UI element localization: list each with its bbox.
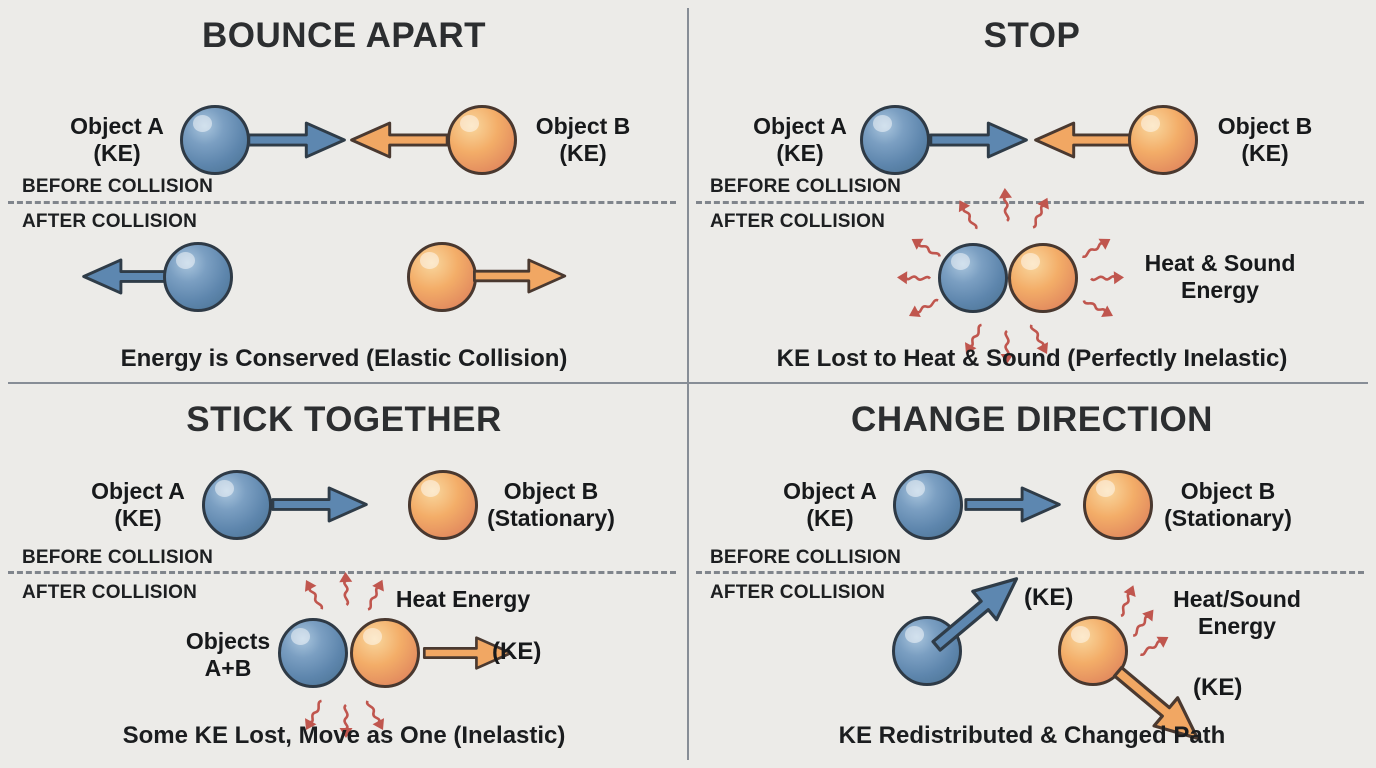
object-a-label: Object A (KE): [720, 113, 880, 167]
heat-squiggle-icon: [1076, 230, 1116, 267]
object-a-state: (KE): [776, 140, 824, 166]
collision-divider-line: [696, 571, 1364, 574]
heat-sound-energy-label: Heat/Sound Energy: [1173, 586, 1301, 639]
before-collision-label: BEFORE COLLISION: [710, 176, 902, 197]
heat-squiggle-icon: [296, 575, 331, 615]
ke-label: (KE): [492, 638, 542, 665]
object-a-name: Object A: [753, 113, 847, 139]
object-a-state: (KE): [114, 505, 162, 531]
arrow-b-before-icon: [348, 118, 450, 162]
collision-divider-line: [8, 201, 676, 204]
before-collision-label: BEFORE COLLISION: [710, 547, 902, 568]
object-b-state: (Stationary): [487, 505, 615, 531]
heat-squiggle-icon: [1078, 290, 1118, 325]
object-a-ball-after: [278, 618, 348, 688]
after-collision-label: AFTER COLLISION: [22, 582, 198, 603]
quadrant-caption: Some KE Lost, Move as One (Inelastic): [122, 722, 566, 749]
quadrant-caption: Energy is Conserved (Elastic Collision): [120, 345, 568, 372]
object-b-name: Object B: [535, 113, 631, 139]
quadrant-caption: KE Redistributed & Changed Path: [838, 722, 1226, 749]
object-a-label: Object A (KE): [58, 478, 218, 532]
section-title: STICK TOGETHER: [186, 400, 502, 439]
heat-squiggle-icon: [334, 572, 357, 607]
object-b-label: Object B (Stationary): [461, 478, 641, 532]
object-b-name: Object B: [503, 478, 599, 504]
before-collision-label: BEFORE COLLISION: [22, 176, 214, 197]
arrow-a-before-icon: [963, 483, 1063, 526]
object-b-ball: [1083, 470, 1153, 540]
quadrant-bounce-apart: BOUNCE APART Object A (KE) Object B (KE)…: [0, 0, 688, 384]
combined-objects-label: Objects A+B: [185, 628, 271, 681]
object-b-state: (KE): [559, 140, 607, 166]
arrow-b-after-icon: [472, 255, 568, 297]
object-b-label: Object B (KE): [1185, 113, 1345, 167]
object-a-ball: [202, 470, 272, 540]
quadrant-caption: KE Lost to Heat & Sound (Perfectly Inela…: [776, 345, 1288, 372]
object-a-ball: [860, 105, 930, 175]
object-b-state: (Stationary): [1164, 505, 1292, 531]
object-a-label: Object A (KE): [750, 478, 910, 532]
object-b-name: Object B: [1217, 113, 1313, 139]
heat-energy-label: Heat Energy: [395, 586, 531, 612]
object-b-ball: [447, 105, 517, 175]
object-a-ball: [180, 105, 250, 175]
quadrant-change-direction: CHANGE DIRECTION Object A (KE) Object B …: [688, 384, 1376, 768]
heat-squiggle-icon: [1090, 266, 1125, 289]
grid-divider-vertical: [687, 8, 689, 760]
object-a-name: Object A: [70, 113, 164, 139]
object-a-ball-after: [163, 242, 233, 312]
heat-squiggle-icon: [906, 230, 946, 267]
section-title: BOUNCE APART: [201, 16, 487, 55]
object-b-ball-after: [407, 242, 477, 312]
after-collision-label: AFTER COLLISION: [710, 211, 886, 232]
ke-label-b: (KE): [1193, 674, 1243, 701]
heat-squiggle-icon: [897, 266, 932, 289]
arrow-a-before-icon: [246, 118, 348, 162]
object-b-name: Object B: [1180, 478, 1276, 504]
object-a-state: (KE): [806, 505, 854, 531]
object-a-ball-after: [938, 243, 1008, 313]
object-b-label: Object B (KE): [503, 113, 663, 167]
arrow-a-before-icon: [270, 483, 370, 526]
section-title: STOP: [983, 16, 1081, 55]
object-b-ball: [408, 470, 478, 540]
object-b-ball-after: [1008, 243, 1078, 313]
heat-squiggle-icon: [994, 187, 1018, 222]
arrow-a-before-icon: [928, 118, 1030, 162]
object-a-name: Object A: [783, 478, 877, 504]
grid-divider-horizontal: [8, 382, 1368, 384]
object-a-label: Object A (KE): [37, 113, 197, 167]
object-b-ball: [1128, 105, 1198, 175]
heat-squiggle-icon: [1023, 193, 1058, 233]
collision-divider-line: [696, 201, 1364, 204]
section-title: CHANGE DIRECTION: [851, 400, 1213, 439]
collision-divider-line: [8, 571, 676, 574]
after-collision-label: AFTER COLLISION: [710, 582, 886, 603]
quadrant-stick-together: STICK TOGETHER Object A (KE) Object B (S…: [0, 384, 688, 768]
object-b-state: (KE): [1241, 140, 1289, 166]
before-collision-label: BEFORE COLLISION: [22, 547, 214, 568]
ke-label-a: (KE): [1024, 584, 1074, 611]
object-b-ball-after: [350, 618, 420, 688]
object-a-name: Object A: [91, 478, 185, 504]
after-collision-label: AFTER COLLISION: [22, 211, 198, 232]
object-a-state: (KE): [93, 140, 141, 166]
heat-sound-energy-label: Heat & Sound Energy: [1144, 250, 1296, 303]
object-b-label: Object B (Stationary): [1138, 478, 1318, 532]
quadrant-stop: STOP Object A (KE) Object B (KE) BEFORE …: [688, 0, 1376, 384]
arrow-b-before-icon: [1032, 118, 1134, 162]
heat-squiggle-icon: [904, 290, 944, 325]
object-a-ball: [893, 470, 963, 540]
